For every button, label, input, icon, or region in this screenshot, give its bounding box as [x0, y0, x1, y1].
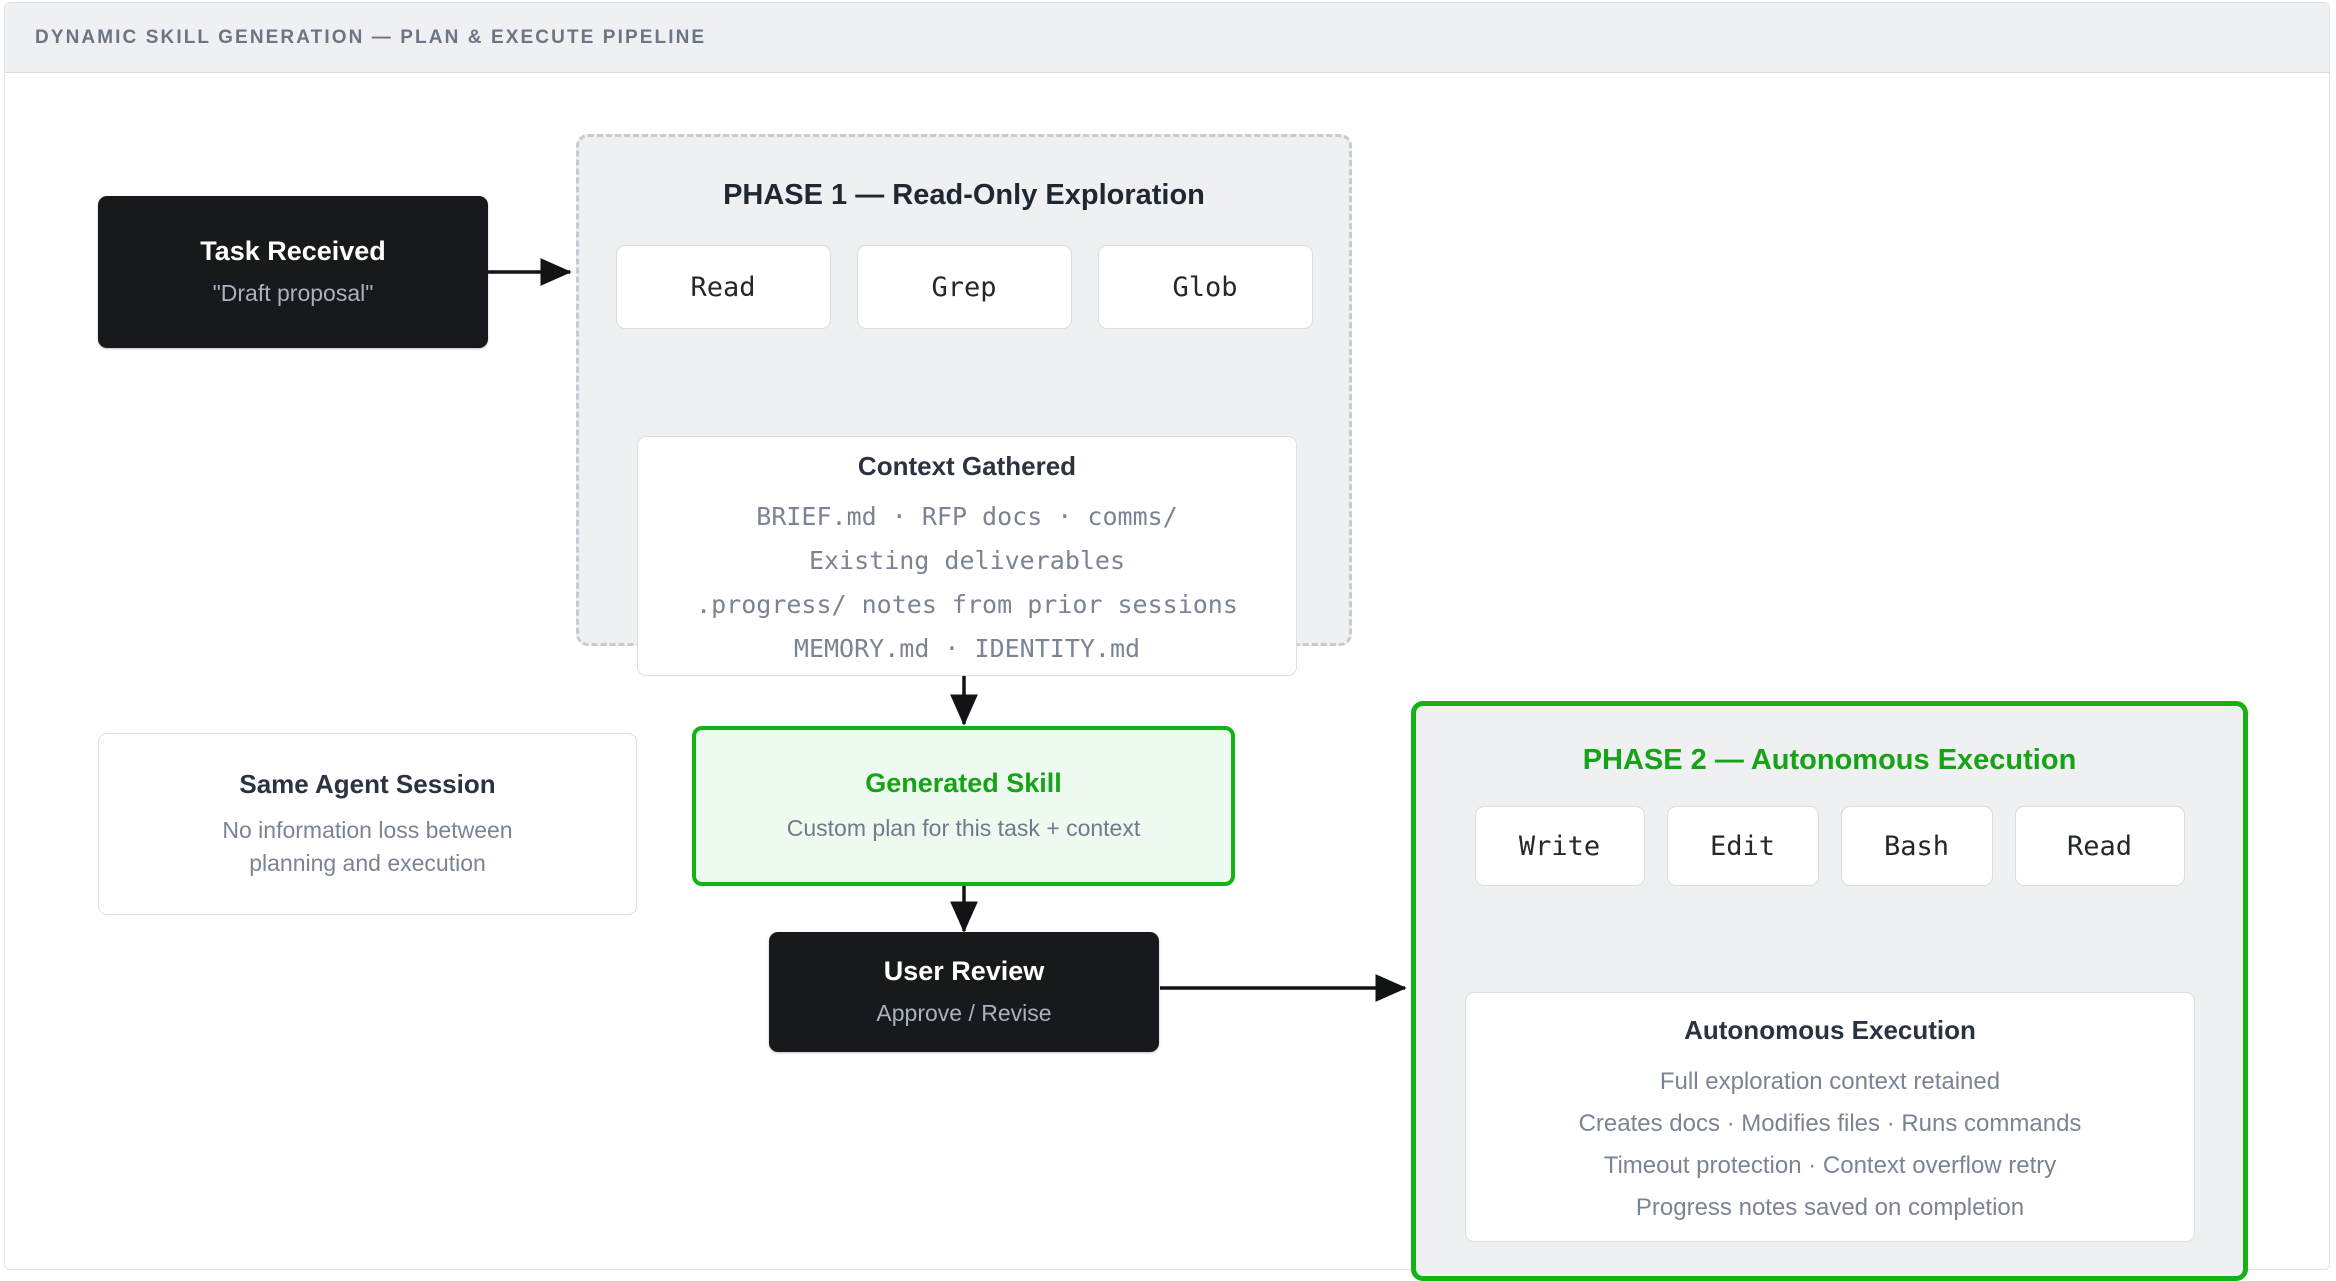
phase1-title: PHASE 1 — Read-Only Exploration — [723, 179, 1205, 211]
context-line-2: Existing deliverables — [808, 546, 1126, 575]
node-user-review[interactable]: User Review Approve / Revise — [769, 932, 1159, 1052]
task-received-subtitle: "Draft proposal" — [212, 279, 374, 306]
tool-button-read[interactable]: Read — [615, 245, 831, 329]
tool-button-grep[interactable]: Grep — [856, 245, 1072, 329]
tool-button-read[interactable]: Read — [2014, 806, 2185, 886]
context-line-3: .progress/ notes from prior sessions — [696, 590, 1238, 619]
execution-line-2: Creates docs · Modifies files · Runs com… — [1578, 1109, 2082, 1137]
context-line-4: MEMORY.md · IDENTITY.md — [793, 634, 1141, 663]
phase2-tool-row: Write Edit Bash Read — [1416, 806, 2243, 886]
generated-skill-title: Generated Skill — [865, 768, 1062, 799]
diagram-canvas: Task Received "Draft proposal" PHASE 1 —… — [5, 74, 2331, 1281]
page-card: Dynamic Skill Generation — Plan & Execut… — [4, 2, 2331, 1281]
node-task-received[interactable]: Task Received "Draft proposal" — [98, 196, 488, 348]
user-review-title: User Review — [883, 955, 1045, 986]
tool-button-bash[interactable]: Bash — [1840, 806, 1993, 886]
phase1-tool-row: Read Grep Glob — [579, 245, 1349, 329]
same-agent-session-line2: planning and execution — [249, 850, 486, 877]
context-gathered-title: Context Gathered — [857, 451, 1077, 481]
same-agent-session-line1: No information loss between — [222, 816, 513, 843]
context-line-1: BRIEF.md · RFP docs · comms/ — [756, 502, 1178, 531]
tool-button-glob[interactable]: Glob — [1097, 245, 1313, 329]
node-generated-skill[interactable]: Generated Skill Custom plan for this tas… — [692, 726, 1235, 886]
task-received-title: Task Received — [200, 235, 386, 266]
user-review-subtitle: Approve / Revise — [876, 999, 1052, 1026]
node-same-agent-session: Same Agent Session No information loss b… — [98, 733, 637, 915]
titlebar: Dynamic Skill Generation — Plan & Execut… — [5, 3, 2329, 73]
tool-button-write[interactable]: Write — [1474, 806, 1645, 886]
page-title: Dynamic Skill Generation — Plan & Execut… — [35, 27, 707, 48]
same-agent-session-title: Same Agent Session — [239, 769, 496, 800]
autonomous-execution-title: Autonomous Execution — [1684, 1014, 1976, 1045]
execution-line-1: Full exploration context retained — [1659, 1067, 2001, 1095]
context-gathered-box: Context Gathered BRIEF.md · RFP docs · c… — [637, 436, 1297, 676]
autonomous-execution-box: Autonomous Execution Full exploration co… — [1465, 992, 2195, 1242]
phase2-title: PHASE 2 — Autonomous Execution — [1582, 744, 2077, 776]
execution-line-3: Timeout protection · Context overflow re… — [1603, 1151, 2057, 1179]
phase2-panel: PHASE 2 — Autonomous Execution Write Edi… — [1411, 701, 2248, 1281]
phase1-panel: PHASE 1 — Read-Only Exploration Read Gre… — [576, 134, 1352, 676]
tool-button-edit[interactable]: Edit — [1666, 806, 1819, 886]
execution-line-4: Progress notes saved on completion — [1635, 1193, 2025, 1221]
generated-skill-subtitle: Custom plan for this task + context — [786, 815, 1141, 841]
